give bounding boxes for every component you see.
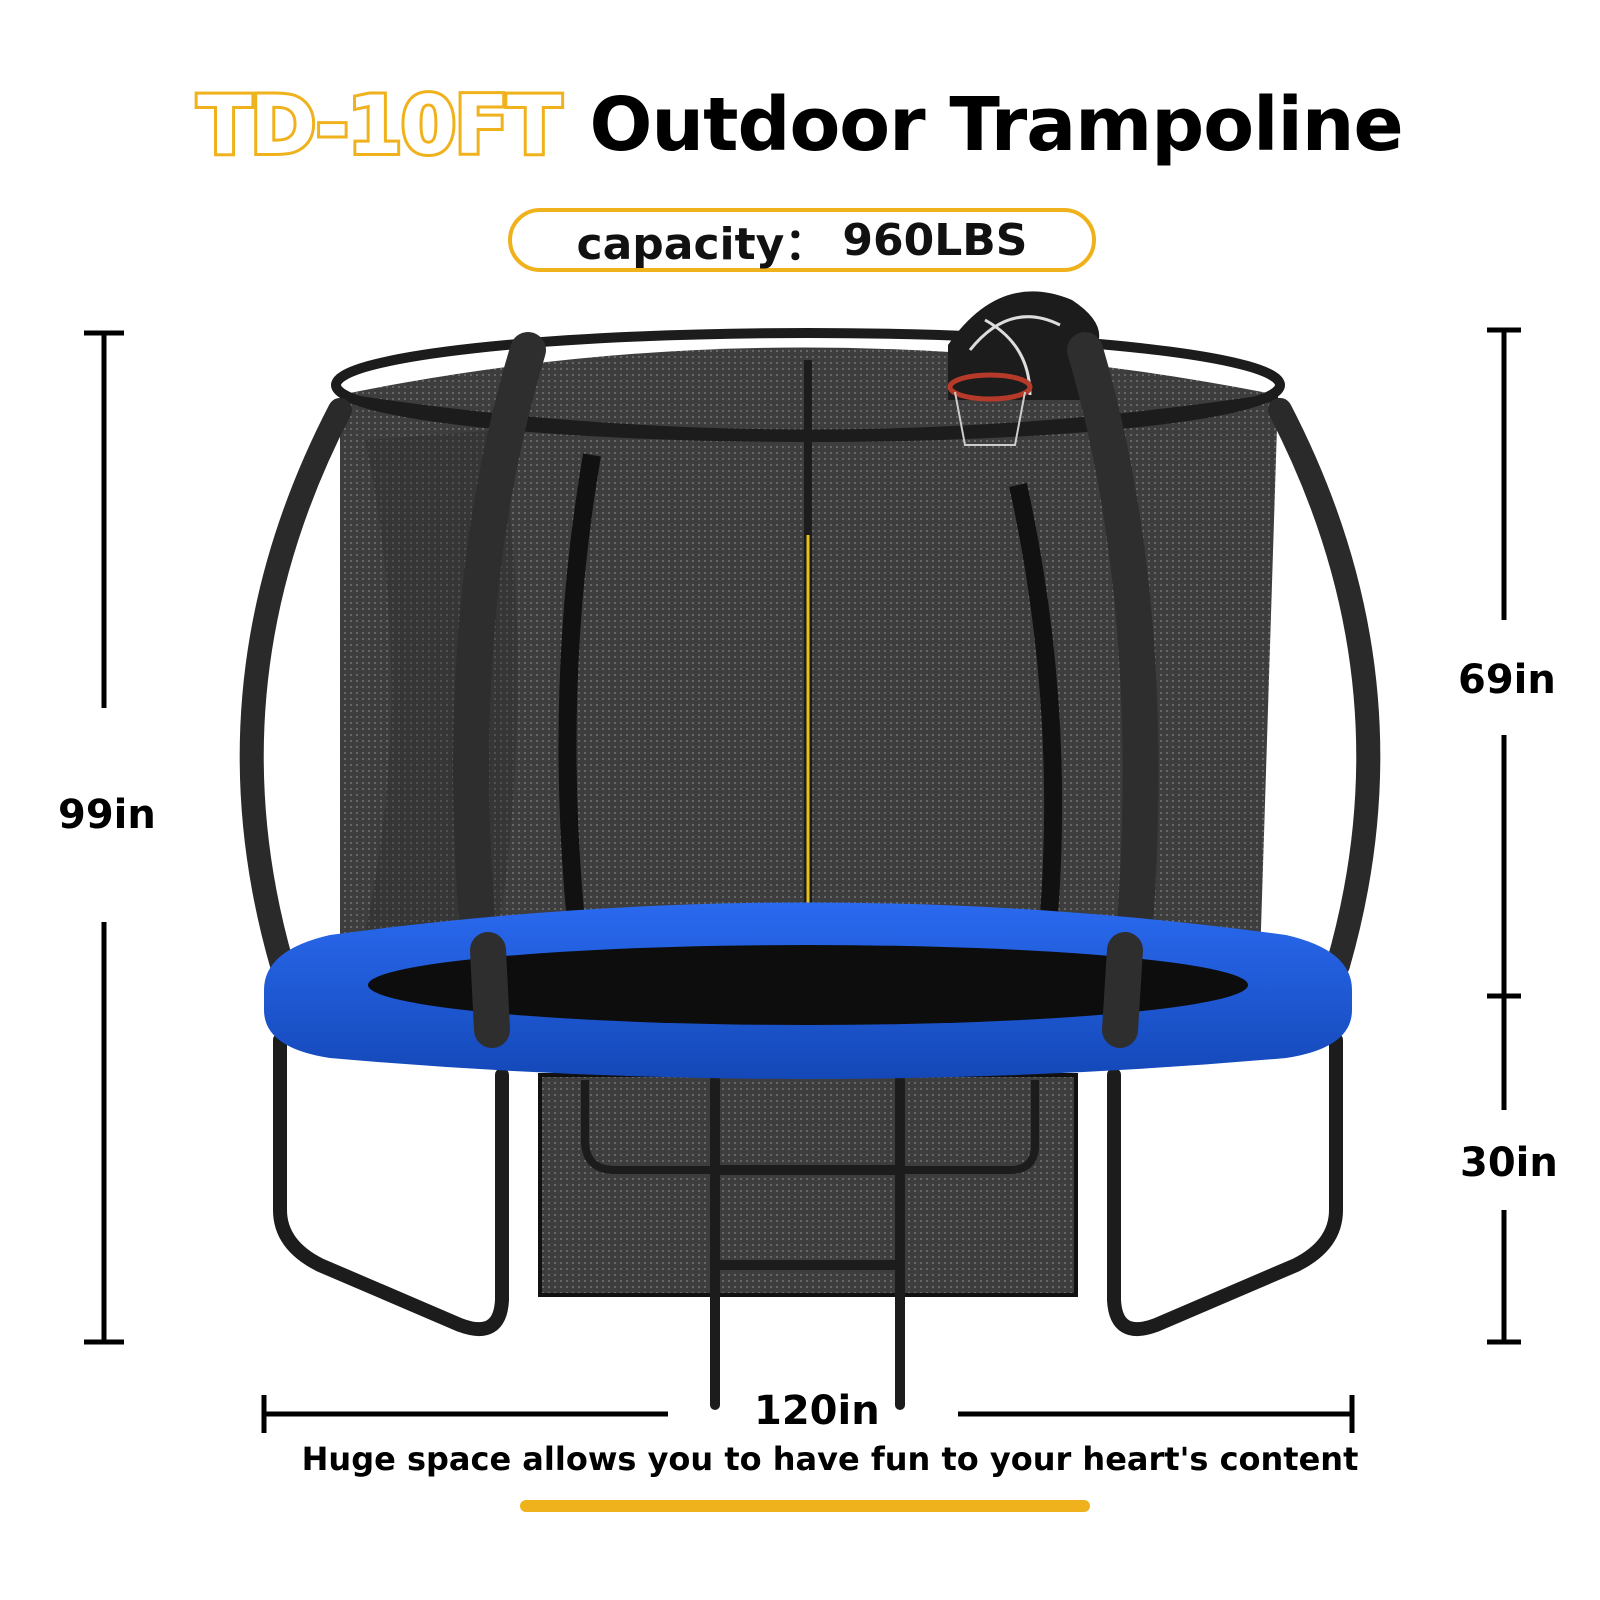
jumping-mat: [368, 945, 1248, 1025]
basketball-hoop-icon: [947, 291, 1100, 446]
title-row: TD-10FT Outdoor Trampoline: [0, 70, 1600, 180]
skirt-net: [538, 1073, 1078, 1297]
frame-height-label: 30in: [1460, 1140, 1558, 1186]
enclosure-height-label: 69in: [1458, 657, 1556, 703]
tagline: Huge space allows you to have fun to you…: [301, 1440, 1359, 1478]
model-name: TD-10FT: [194, 76, 564, 175]
frame-legs: [273, 1033, 1343, 1336]
tagline-underline: [520, 1500, 1090, 1512]
diameter-label: 120in: [754, 1388, 880, 1434]
ladder: [710, 1075, 905, 1410]
capacity-badge: capacity： 960LBS: [508, 208, 1096, 272]
capacity-label: capacity：: [576, 219, 829, 270]
product-headline: Outdoor Trampoline: [589, 82, 1404, 168]
height-dimension-left: [84, 330, 124, 1345]
diameter-dimension: [261, 1395, 1355, 1433]
total-height-label: 99in: [58, 792, 156, 838]
capacity-value: 960LBS: [842, 214, 1028, 266]
height-dimension-right: [1487, 327, 1521, 1345]
